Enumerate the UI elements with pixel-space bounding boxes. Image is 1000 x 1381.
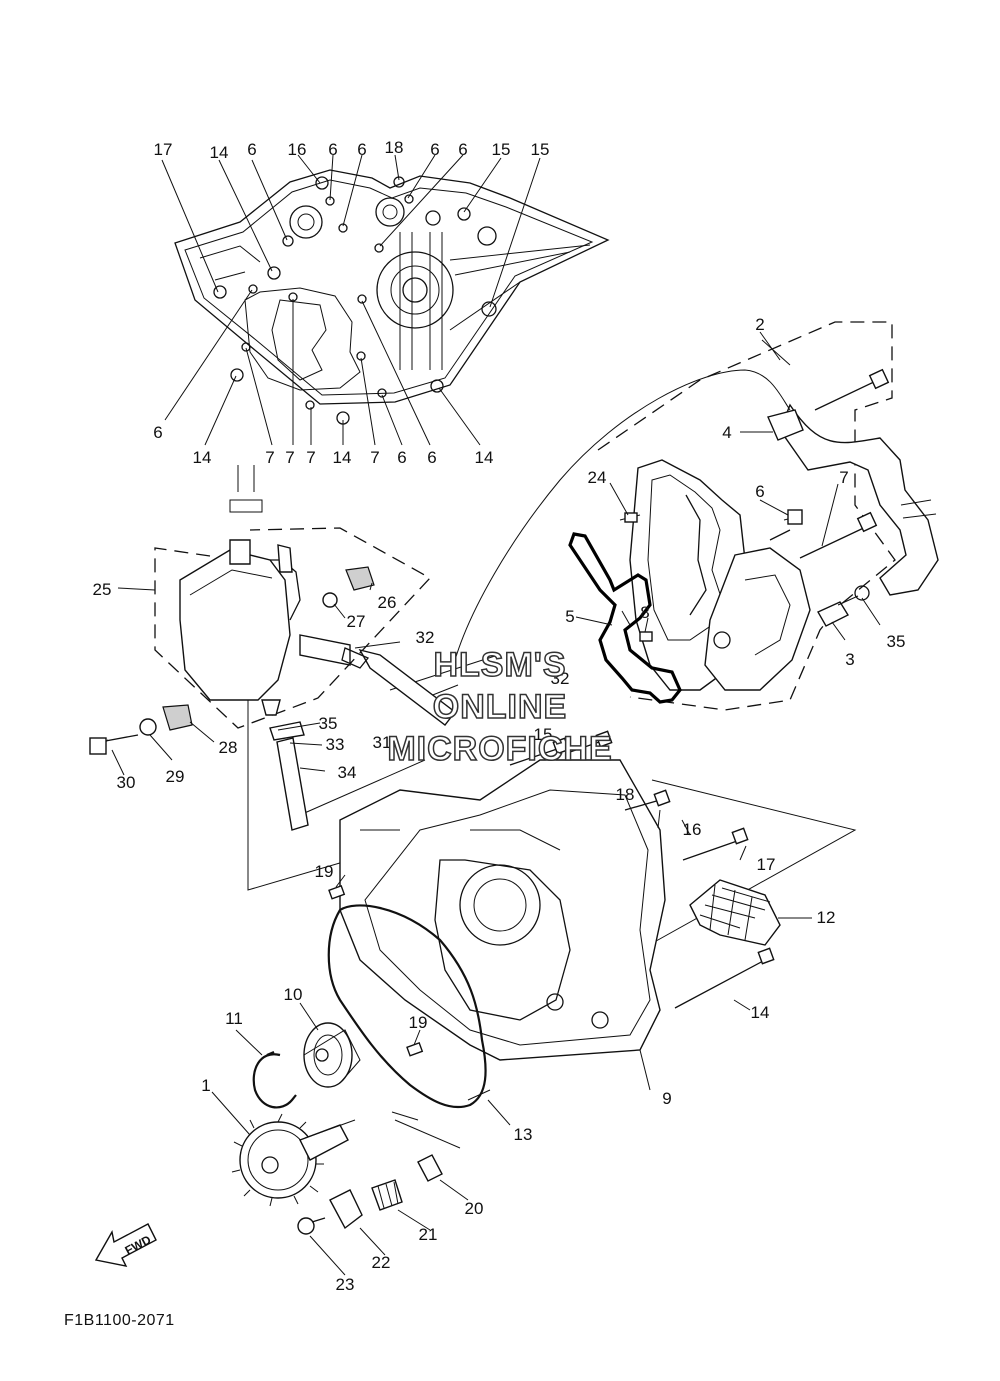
watermark-line-2: ONLINE bbox=[433, 688, 567, 726]
gasket-13 bbox=[327, 904, 487, 1109]
bolt-holes bbox=[213, 176, 497, 425]
callout-label: 30 bbox=[117, 773, 136, 792]
callout-label: 32 bbox=[416, 628, 435, 647]
callout-labels: 17 14 6 16 6 6 18 6 6 15 15 6 14 7 7 7 1… bbox=[93, 138, 906, 1294]
callout-label: 28 bbox=[219, 738, 238, 757]
watermark-line-3: MICROFICHE bbox=[387, 730, 612, 768]
callout-label: 1 bbox=[201, 1076, 210, 1095]
callout-label: 7 bbox=[306, 448, 315, 467]
callout-label: 6 bbox=[397, 448, 406, 467]
callout-label: 26 bbox=[378, 593, 397, 612]
callout-label: 27 bbox=[347, 612, 366, 631]
callout-label: 16 bbox=[288, 140, 307, 159]
relief-valve-parts bbox=[297, 1111, 461, 1235]
callout-label: 13 bbox=[514, 1125, 533, 1144]
callout-label: 6 bbox=[357, 140, 366, 159]
callout-label: 19 bbox=[409, 1013, 428, 1032]
callout-label: 32 bbox=[551, 669, 570, 688]
callout-label: 20 bbox=[465, 1199, 484, 1218]
callout-label: 29 bbox=[166, 767, 185, 786]
callout-label: 6 bbox=[247, 140, 256, 159]
callout-label: 7 bbox=[265, 448, 274, 467]
callout-label: 15 bbox=[531, 140, 550, 159]
lower-leaders bbox=[111, 331, 881, 1276]
callout-label: 14 bbox=[333, 448, 352, 467]
callout-label: 21 bbox=[419, 1225, 438, 1244]
callout-label: 2 bbox=[755, 315, 764, 334]
callout-label: 14 bbox=[210, 143, 229, 162]
callout-label: 17 bbox=[757, 855, 776, 874]
watermark-line-1: HLSM'S bbox=[433, 646, 566, 684]
diagram-code: F1B1100-2071 bbox=[64, 1312, 175, 1329]
callout-label: 3 bbox=[845, 650, 854, 669]
callout-label: 35 bbox=[319, 714, 338, 733]
callout-label: 15 bbox=[534, 725, 553, 744]
callout-label: 6 bbox=[458, 140, 467, 159]
callout-label: 15 bbox=[492, 140, 511, 159]
callout-label: 5 bbox=[565, 607, 574, 626]
gear-and-bearing bbox=[231, 1022, 361, 1207]
callout-label: 9 bbox=[662, 1089, 671, 1108]
callout-label: 24 bbox=[588, 468, 607, 487]
callout-label: 12 bbox=[817, 908, 836, 927]
callout-label: 19 bbox=[315, 862, 334, 881]
watermark: HLSM'S ONLINE MICROFICHE bbox=[387, 645, 613, 769]
oil-pump-assembly bbox=[568, 321, 939, 711]
callout-label: 14 bbox=[193, 448, 212, 467]
callout-label: 7 bbox=[370, 448, 379, 467]
callout-label: 7 bbox=[285, 448, 294, 467]
oil-tank-assembly bbox=[89, 465, 456, 831]
top-view-leaders bbox=[161, 154, 541, 446]
callout-label: 33 bbox=[326, 735, 345, 754]
callout-label: 11 bbox=[225, 1009, 243, 1028]
callout-label: 6 bbox=[427, 448, 436, 467]
callout-label: 25 bbox=[93, 580, 112, 599]
callout-label: 34 bbox=[338, 763, 357, 782]
callout-label: 23 bbox=[336, 1275, 355, 1294]
callout-label: 22 bbox=[372, 1253, 391, 1272]
crankcase-cover-main bbox=[328, 730, 781, 1061]
callout-label: 14 bbox=[751, 1003, 770, 1022]
callout-label: 4 bbox=[722, 423, 731, 442]
callout-label: 31 bbox=[373, 733, 392, 752]
callout-label: 6 bbox=[328, 140, 337, 159]
callout-label: 8 bbox=[640, 603, 649, 622]
callout-label: 6 bbox=[153, 423, 162, 442]
callout-label: 18 bbox=[616, 785, 635, 804]
crankcase-cover-top-view bbox=[174, 169, 610, 425]
callout-label: 18 bbox=[385, 138, 404, 157]
callout-label: 16 bbox=[683, 820, 702, 839]
callout-label: 6 bbox=[755, 482, 764, 501]
callout-label: 17 bbox=[154, 140, 173, 159]
callout-label: 7 bbox=[839, 468, 848, 487]
callout-label: 35 bbox=[887, 632, 906, 651]
callout-label: 14 bbox=[475, 448, 494, 467]
callout-label: 6 bbox=[430, 140, 439, 159]
callout-label: 10 bbox=[284, 985, 303, 1004]
fwd-arrow: FWD bbox=[94, 1223, 157, 1267]
